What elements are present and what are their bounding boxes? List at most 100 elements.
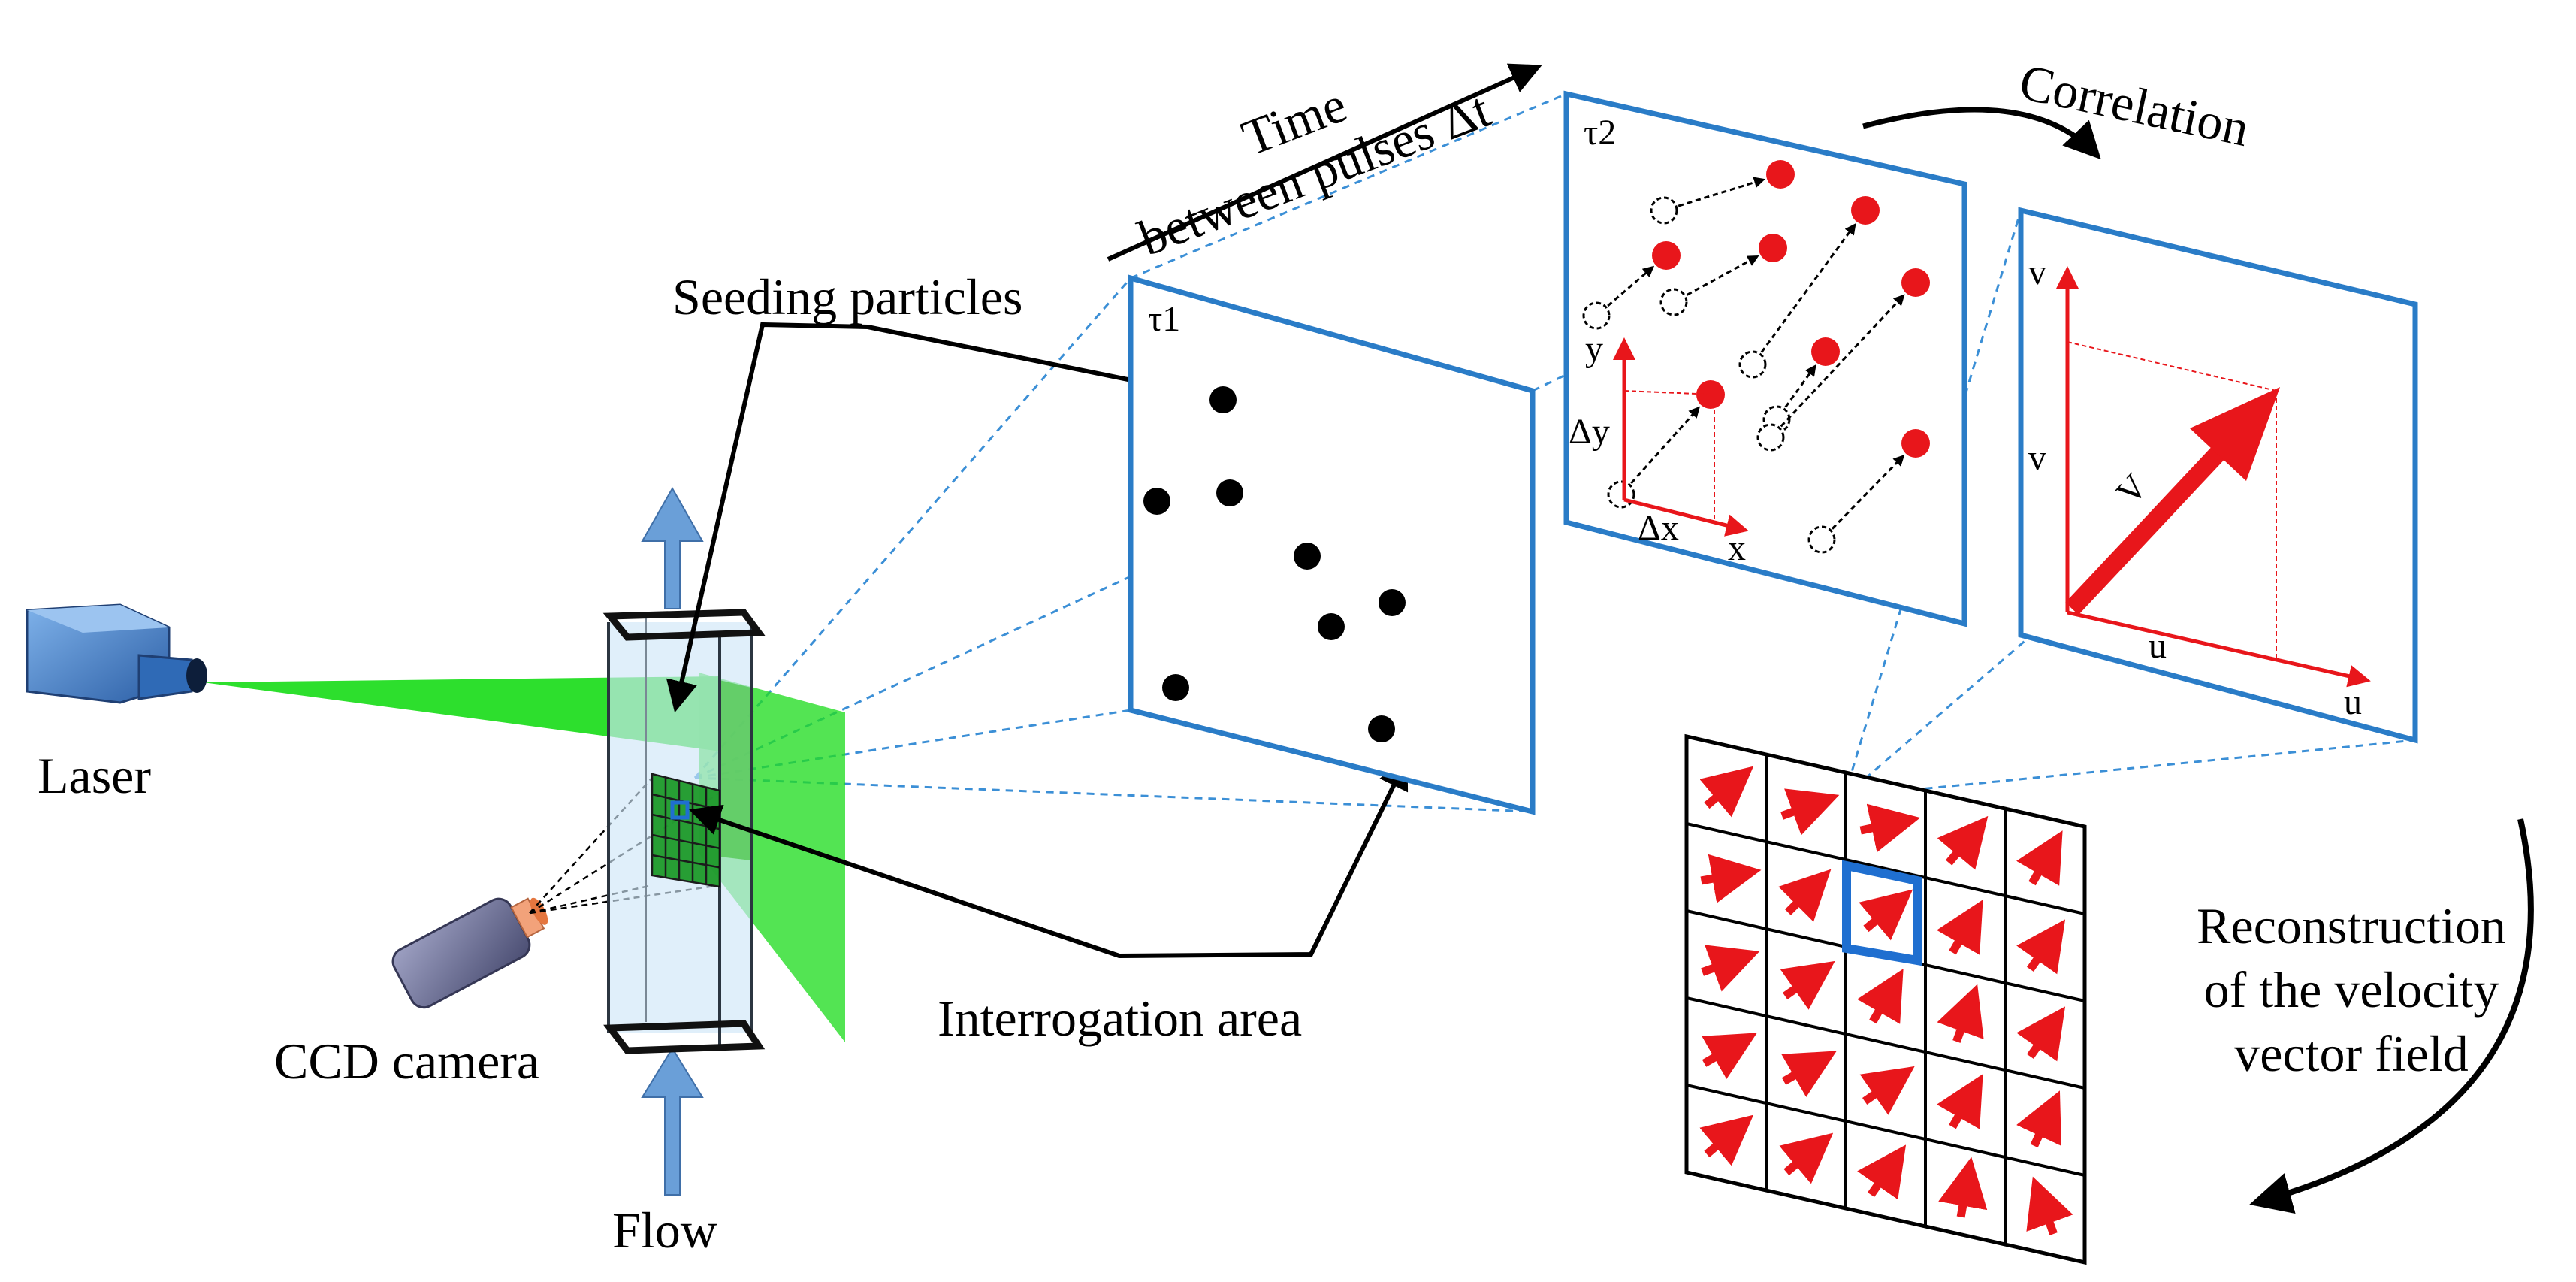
particle-start [1807,525,1836,554]
component-u-label: u [2149,626,2167,666]
interrogation-area-label: Interrogation area [938,990,1302,1047]
particle-end [1766,160,1795,189]
velocity-vector [1779,1132,1834,1184]
seeding-particle [1294,543,1321,570]
vector-grid-line [1686,822,2085,915]
velocity-guides [2067,341,2277,661]
frame-tau1: τ1 [1128,274,1536,815]
vector-field-grid [1684,733,2087,1265]
flow-out-arrow-icon [641,486,704,609]
reconstruction-label-line2: of the velocity [2204,961,2499,1018]
correlation-arrow [1862,107,2101,160]
velocity-vector [1778,869,1832,922]
velocity-vector [1781,1051,1837,1097]
particle-start [1650,196,1678,225]
particle-start [1582,301,1611,330]
seeding-particle [1143,488,1170,515]
velocity-vector [1857,969,1904,1024]
axis-v-label: v [2028,252,2046,292]
delta-x-label: Δx [1638,508,1679,548]
component-v-label: v [2028,438,2046,478]
velocity-vector [2016,1090,2061,1148]
velocity-vector [1859,889,1913,941]
reconstruction-arrow [2249,818,2534,1214]
axis-y-label: y [1585,329,1603,369]
particle-end [1759,234,1787,262]
velocity-vector [1937,984,1984,1043]
particle-end [1851,196,1880,225]
ccd-camera-icon [391,897,548,1009]
displacement-arrow [1780,294,1905,428]
displacement-arrow [1630,406,1700,485]
velocity-vector [1780,960,1835,1010]
seeding-particle [1379,589,1406,616]
velocity-vector [1780,788,1840,836]
particle-end [1901,268,1930,297]
time-between-pulses-label: Time between pulses Δt [1131,75,1498,267]
correlation-label: Correlation [2015,53,2254,157]
channel-interrogation-window [670,800,690,820]
velocity-vector [1937,1074,1983,1129]
velocity-vector [1700,854,1762,903]
reconstruction-label-line3: vector field [2234,1025,2469,1082]
seeding-particle [1209,386,1237,413]
displacement-arrow [1686,255,1759,296]
velocity-vector [1937,815,1989,870]
velocity-vector [1702,1033,1757,1079]
channel-grid-line [651,833,720,850]
particle-start [1659,288,1688,316]
displacement-arrow [1607,265,1655,307]
velocity-vector [2016,919,2066,975]
channel-grid-fill [651,773,721,888]
velocity-vector [2016,830,2063,886]
vector-grid-line [1686,1084,2085,1177]
velocity-vector [1857,1144,1907,1200]
vector-grid-highlight-cell [1842,860,1922,966]
tau2-label: τ2 [1584,113,1616,153]
seeding-particle [1368,715,1395,742]
velocity-vector [1937,900,1983,955]
channel-grid [651,773,721,888]
velocity-axes [2056,266,2371,688]
seeding-particle [1162,674,1189,701]
velocity-vector-arrow [2065,387,2280,615]
leader-arrows [666,63,1542,958]
flow-label: Flow [612,1202,717,1259]
velocity-vector [2016,1006,2066,1062]
particle-end [1901,429,1930,458]
axis-x-label: x [1728,528,1746,568]
velocity-vector [2026,1176,2073,1235]
displacement-arrow [1831,455,1905,530]
particle-end [1811,337,1840,366]
flow-in-arrow-icon [641,1047,704,1196]
velocity-vector [1859,803,1921,853]
seeding-particle [1216,479,1243,506]
flow-arrows [641,486,704,1196]
tau2-axes [1613,337,1749,537]
vector-grid-line [1686,996,2085,1090]
tau1-label: τ1 [1148,299,1180,339]
seeding-particle [1318,613,1345,640]
particle-start [1738,350,1767,379]
axis-u-label: u [2344,682,2362,722]
velocity-vector [1699,1114,1754,1166]
channel-grid-line [651,854,720,869]
velocity-vector [1859,1066,1915,1115]
displacement-arrow [1678,177,1765,207]
tau1-particles [1143,386,1406,742]
tau2-displacement-guides [1623,390,1715,520]
velocity-vector [1699,766,1754,818]
velocity-vector [1938,1157,1988,1218]
seeding-particles-label: Seeding particles [672,268,1022,325]
velocity-vector [1701,945,1760,992]
laser-label: Laser [38,747,151,804]
frame-velocity: v v u u V [2018,207,2418,744]
delta-y-label: Δy [1569,412,1610,452]
ccd-camera-label: CCD camera [274,1033,539,1090]
frame-tau2: τ2 y x Δy Δx [1563,90,1967,627]
particle-end [1652,241,1681,270]
particle-start [1756,423,1785,452]
reconstruction-label-line1: Reconstruction [2197,897,2506,954]
